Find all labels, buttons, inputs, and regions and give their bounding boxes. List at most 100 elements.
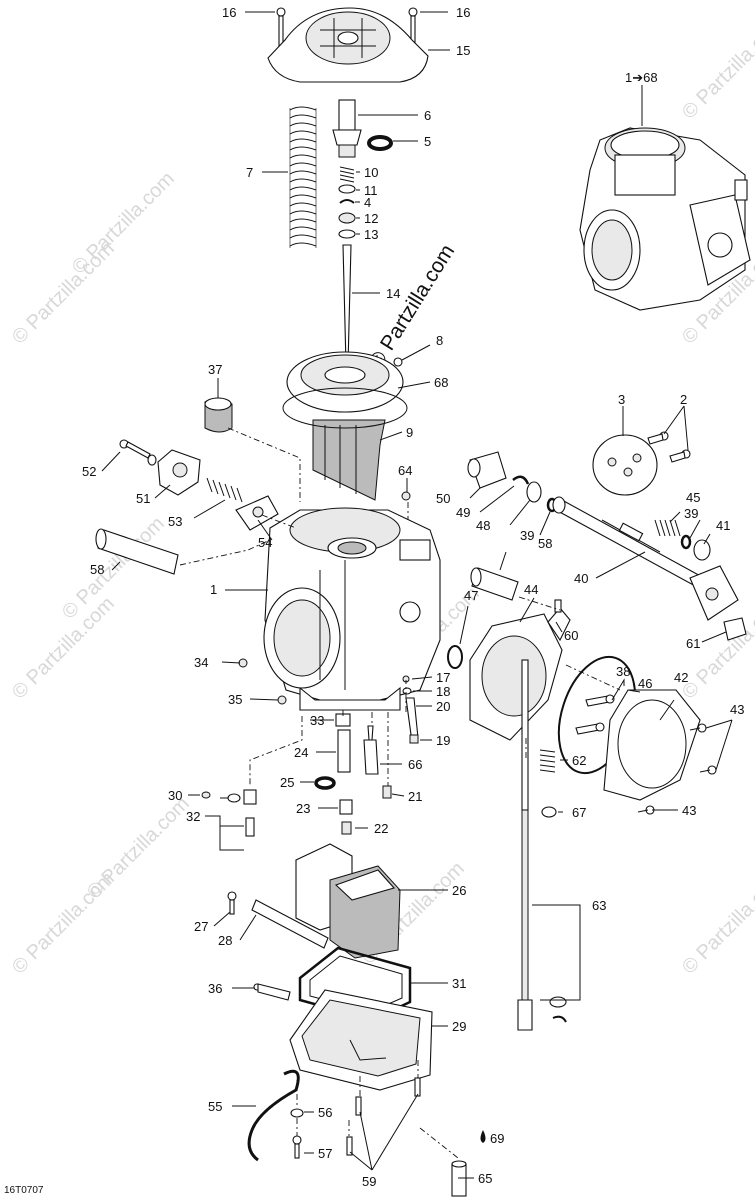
- cap-37: [204, 397, 233, 433]
- callout-53: 53: [168, 514, 182, 529]
- callout-60: 60: [564, 628, 578, 643]
- washer-52: [147, 454, 157, 466]
- callout-7: 7: [246, 165, 253, 180]
- clip-4: [339, 199, 355, 204]
- callout-12: 12: [364, 211, 378, 226]
- diaphragm-8: [286, 351, 404, 413]
- bushing-50: [467, 451, 507, 489]
- needle-holder-6: [332, 99, 362, 158]
- washer-13: [338, 229, 356, 239]
- drawing-reference: 16T0707: [4, 1185, 44, 1196]
- callout-40: 40: [574, 571, 588, 586]
- callout-16: 16: [222, 5, 236, 20]
- callout-47: 47: [464, 588, 478, 603]
- callout-10: 10: [364, 165, 378, 180]
- callout-44: 44: [524, 582, 538, 597]
- callout-41: 41: [716, 518, 730, 533]
- needle-jet-24: [337, 729, 351, 773]
- watermark-main: © Partzilla.com: [365, 240, 459, 372]
- cover-42: [603, 689, 701, 801]
- cap-screw-left: [276, 7, 286, 47]
- callout-32: 32: [186, 809, 200, 824]
- callout-34: 34: [194, 655, 208, 670]
- callout-29: 29: [452, 1019, 466, 1034]
- washer-32: [227, 793, 241, 803]
- throttle-lever: [689, 565, 739, 621]
- callout-8: 8: [436, 333, 443, 348]
- callout-59: 59: [362, 1174, 376, 1189]
- callout-36: 36: [208, 981, 222, 996]
- cap-61: [723, 617, 747, 641]
- callout-55: 55: [208, 1099, 222, 1114]
- callout-28: 28: [218, 933, 232, 948]
- cable-63: [517, 659, 567, 1031]
- callout-4: 4: [364, 195, 371, 210]
- callout-9: 9: [406, 425, 413, 440]
- callout-69: 69: [490, 1131, 504, 1146]
- callout-68: 68: [434, 375, 448, 390]
- callout-1: 1: [210, 582, 217, 597]
- washer-41: [693, 539, 711, 561]
- screw-2-upper: [647, 431, 669, 445]
- callout-50: 50: [436, 491, 450, 506]
- screw-35: [277, 695, 287, 705]
- callout-38: 38: [616, 664, 630, 679]
- alignment-lines: [179, 427, 621, 1159]
- screw-34: [238, 658, 248, 668]
- screw-30: [201, 791, 211, 799]
- callout-26: 26: [452, 883, 466, 898]
- callout-42: 42: [674, 670, 688, 685]
- screw-27: [227, 891, 237, 915]
- callout-52: 52: [82, 464, 96, 479]
- jet-21: [382, 785, 392, 799]
- callout-58: 58: [90, 562, 104, 577]
- tube-58-right: [470, 567, 519, 601]
- o-ring-5: [367, 135, 393, 151]
- watermark-faint: © Partzilla.com: [68, 168, 179, 279]
- callout-66: 66: [408, 757, 422, 772]
- callout-48: 48: [476, 518, 490, 533]
- callout-39: 39: [684, 506, 698, 521]
- callout-51: 51: [136, 491, 150, 506]
- callout-63: 63: [592, 898, 606, 913]
- callout-54: 54: [258, 535, 272, 550]
- callout-64: 64: [398, 463, 412, 478]
- callout-35: 35: [228, 692, 242, 707]
- jet-23: [339, 799, 353, 815]
- callout-33: 33: [310, 713, 324, 728]
- float-pin-28: [251, 899, 329, 949]
- screw-52: [119, 439, 151, 459]
- watermark-faint: © Partzilla.com: [678, 13, 755, 124]
- callout-67: 67: [572, 805, 586, 820]
- washer-11: [338, 184, 356, 194]
- screws-43: [637, 723, 717, 815]
- o-ring-25: [314, 776, 336, 790]
- callout-56: 56: [318, 1105, 332, 1120]
- gasket-68: [282, 387, 408, 429]
- cover-44: [469, 599, 571, 741]
- callout-6: 6: [424, 108, 431, 123]
- float-bowl-29: [289, 989, 433, 1091]
- callout-13: 13: [364, 227, 378, 242]
- screws-46: [575, 694, 615, 735]
- spring-10: [339, 166, 355, 183]
- callout-20: 20: [436, 699, 450, 714]
- callout-27: 27: [194, 919, 208, 934]
- callout-14: 14: [386, 286, 400, 301]
- jet-32: [243, 789, 257, 805]
- lubricant-drop-icon: [480, 1130, 486, 1143]
- leader-lines: [101, 11, 733, 1179]
- callout-61: 61: [686, 636, 700, 651]
- top-cap: [267, 7, 429, 83]
- callout-24: 24: [294, 745, 308, 760]
- plug-65: [451, 1160, 467, 1197]
- plate-54: [235, 495, 279, 531]
- callout-39: 39: [520, 528, 534, 543]
- washer-18: [402, 687, 412, 695]
- clip-49: [512, 475, 530, 485]
- callout-16: 16: [456, 5, 470, 20]
- screw-57: [292, 1135, 302, 1159]
- callout-labels: 16 16 15 6 5 7 10 11 4 12 13 14 1➔68 8 6…: [82, 5, 744, 1189]
- spring-62: [539, 749, 556, 773]
